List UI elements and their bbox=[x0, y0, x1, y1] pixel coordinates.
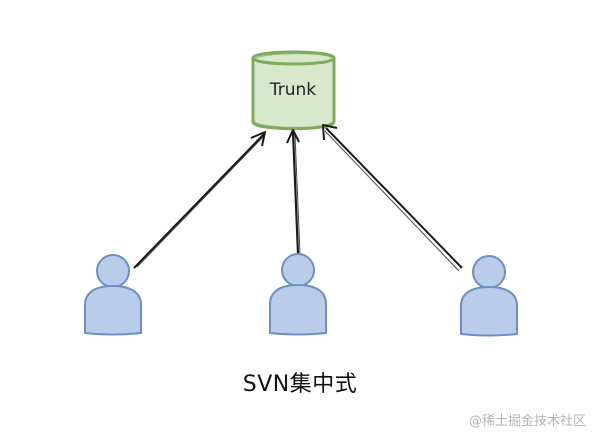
arrow-center-to-trunk bbox=[286, 129, 301, 255]
trunk-cylinder-top bbox=[251, 56, 336, 66]
watermark: @稀土掘金技术社区 bbox=[468, 414, 586, 429]
trunk-sketch-stroke bbox=[253, 52, 334, 128]
user-left-icon bbox=[84, 254, 142, 336]
user-center-icon bbox=[269, 253, 327, 336]
trunk-cylinder-body bbox=[251, 50, 336, 131]
diagram-caption: SVN集中式 bbox=[242, 372, 358, 397]
arrow-left-to-trunk bbox=[133, 131, 266, 269]
arrow-right-to-trunk bbox=[322, 124, 463, 272]
user-right-icon bbox=[460, 255, 518, 337]
trunk-repository: Trunk bbox=[251, 50, 336, 131]
trunk-label: Trunk bbox=[269, 80, 316, 100]
arrows bbox=[133, 124, 463, 272]
